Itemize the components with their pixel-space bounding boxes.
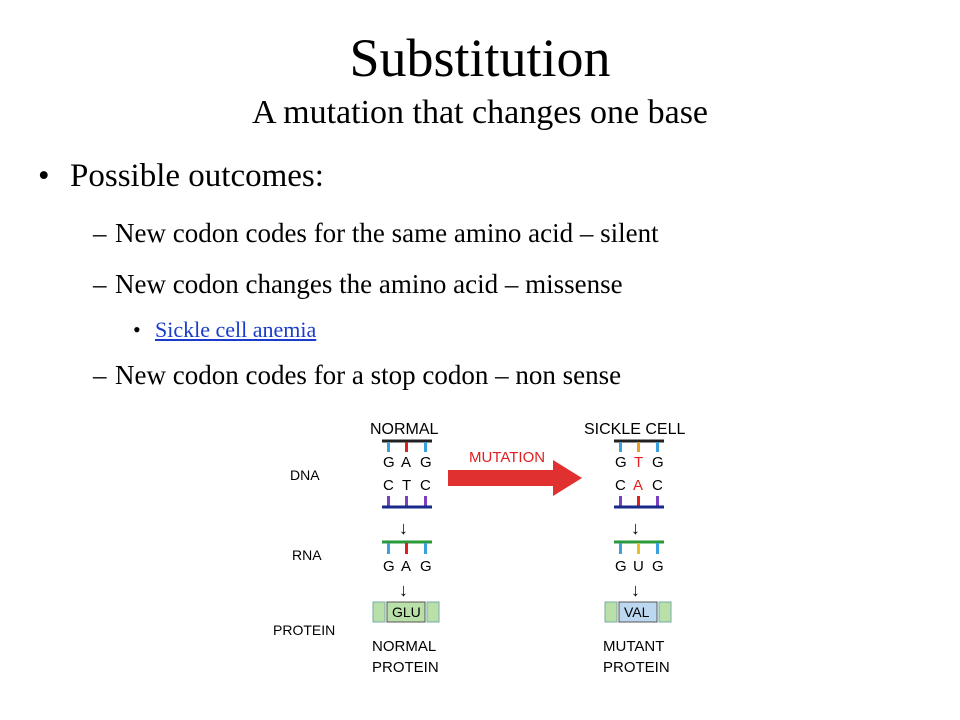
normal-header: NORMAL bbox=[370, 421, 439, 438]
mutation-arrow: MUTATION bbox=[448, 449, 582, 496]
base-tick bbox=[387, 442, 390, 452]
base-letter: A bbox=[401, 454, 411, 471]
bullet-dot: • bbox=[133, 317, 141, 342]
protein-side bbox=[658, 601, 672, 623]
subpoint-nonsense: –New codon codes for a stop codon – non … bbox=[93, 358, 621, 392]
slide-title: Substitution bbox=[349, 28, 611, 88]
bullet-possible-outcomes: • Possible outcomes: bbox=[38, 156, 324, 196]
slide-subtitle: A mutation that changes one base bbox=[251, 94, 709, 131]
dash-glyph: – bbox=[93, 360, 107, 390]
dash-glyph: – bbox=[93, 269, 107, 299]
base-letter: G bbox=[652, 454, 664, 471]
normal-rna: G A G bbox=[382, 540, 432, 575]
base-tick bbox=[424, 496, 427, 506]
protein-label: PROTEIN bbox=[273, 622, 335, 638]
sickle-rna: G U G bbox=[614, 540, 664, 575]
protein-side bbox=[426, 601, 440, 623]
base-letter: G bbox=[383, 558, 395, 575]
subpoint-missense: –New codon changes the amino acid – miss… bbox=[93, 267, 623, 301]
subpoint-text: New codon codes for the same amino acid … bbox=[115, 218, 659, 248]
base-tick bbox=[424, 442, 427, 452]
protein-box bbox=[386, 601, 426, 623]
normal-footer-line2: PROTEIN bbox=[372, 659, 439, 676]
base-letter: A bbox=[401, 558, 411, 575]
base-letter: T bbox=[402, 477, 411, 494]
base-letter: T bbox=[634, 454, 643, 471]
base-letter: C bbox=[420, 477, 431, 494]
protein-name: VAL bbox=[624, 604, 650, 620]
base-letter: C bbox=[383, 477, 394, 494]
dna-label: DNA bbox=[290, 467, 320, 483]
base-letter: C bbox=[615, 477, 626, 494]
base-tick bbox=[387, 496, 390, 506]
base-letter: G bbox=[383, 454, 395, 471]
normal-protein: GLU bbox=[372, 601, 440, 623]
base-tick bbox=[637, 442, 640, 452]
base-tick bbox=[387, 543, 390, 554]
sickle-footer-line2: PROTEIN bbox=[603, 659, 670, 676]
base-letter: G bbox=[652, 558, 664, 575]
protein-side bbox=[372, 601, 386, 623]
base-tick bbox=[405, 543, 408, 554]
base-tick bbox=[619, 496, 622, 506]
normal-dna: G A G C T C bbox=[382, 439, 432, 509]
sickle-header: SICKLE CELL bbox=[584, 421, 685, 438]
base-tick bbox=[405, 496, 408, 506]
base-letter: C bbox=[652, 477, 663, 494]
sickle-dna: G T G C A C bbox=[614, 439, 664, 509]
base-letter: G bbox=[615, 454, 627, 471]
base-letter: G bbox=[615, 558, 627, 575]
down-arrow-icon: ↓ bbox=[631, 518, 640, 538]
base-tick bbox=[424, 543, 427, 554]
base-letter: G bbox=[420, 454, 432, 471]
base-tick bbox=[619, 543, 622, 554]
bullet-text: Possible outcomes: bbox=[70, 158, 324, 194]
down-arrow-icon: ↓ bbox=[399, 518, 408, 538]
sickle-footer-line1: MUTANT bbox=[603, 638, 664, 655]
normal-footer-line1: NORMAL bbox=[372, 638, 436, 655]
base-tick bbox=[656, 442, 659, 452]
base-letter: G bbox=[420, 558, 432, 575]
base-letter: A bbox=[633, 477, 643, 494]
subpoint-text: New codon changes the amino acid – misse… bbox=[115, 269, 623, 299]
protein-box bbox=[618, 601, 658, 623]
bullet-dot: • bbox=[38, 158, 50, 194]
sickle-protein: VAL bbox=[604, 601, 672, 623]
mutation-diagram: DNA RNA PROTEIN NORMAL SICKLE CELL G A G… bbox=[273, 421, 685, 676]
down-arrow-icon: ↓ bbox=[631, 580, 640, 600]
base-tick bbox=[637, 543, 640, 554]
down-arrow-icon: ↓ bbox=[399, 580, 408, 600]
arrow-icon bbox=[448, 460, 582, 496]
sickle-cell-anemia-link[interactable]: Sickle cell anemia bbox=[155, 317, 317, 342]
protein-side bbox=[604, 601, 618, 623]
base-tick bbox=[637, 496, 640, 506]
protein-name: GLU bbox=[392, 604, 421, 620]
base-tick bbox=[405, 442, 408, 452]
mutation-label: MUTATION bbox=[469, 449, 545, 466]
base-tick bbox=[619, 442, 622, 452]
subpoint-silent: –New codon codes for the same amino acid… bbox=[93, 216, 659, 250]
base-tick bbox=[656, 496, 659, 506]
dash-glyph: – bbox=[93, 218, 107, 248]
base-tick bbox=[656, 543, 659, 554]
base-letter: U bbox=[633, 558, 644, 575]
sub-bullet-link: • Sickle cell anemia bbox=[133, 316, 316, 344]
rna-label: RNA bbox=[292, 547, 322, 563]
subpoint-text: New codon codes for a stop codon – non s… bbox=[115, 360, 622, 390]
